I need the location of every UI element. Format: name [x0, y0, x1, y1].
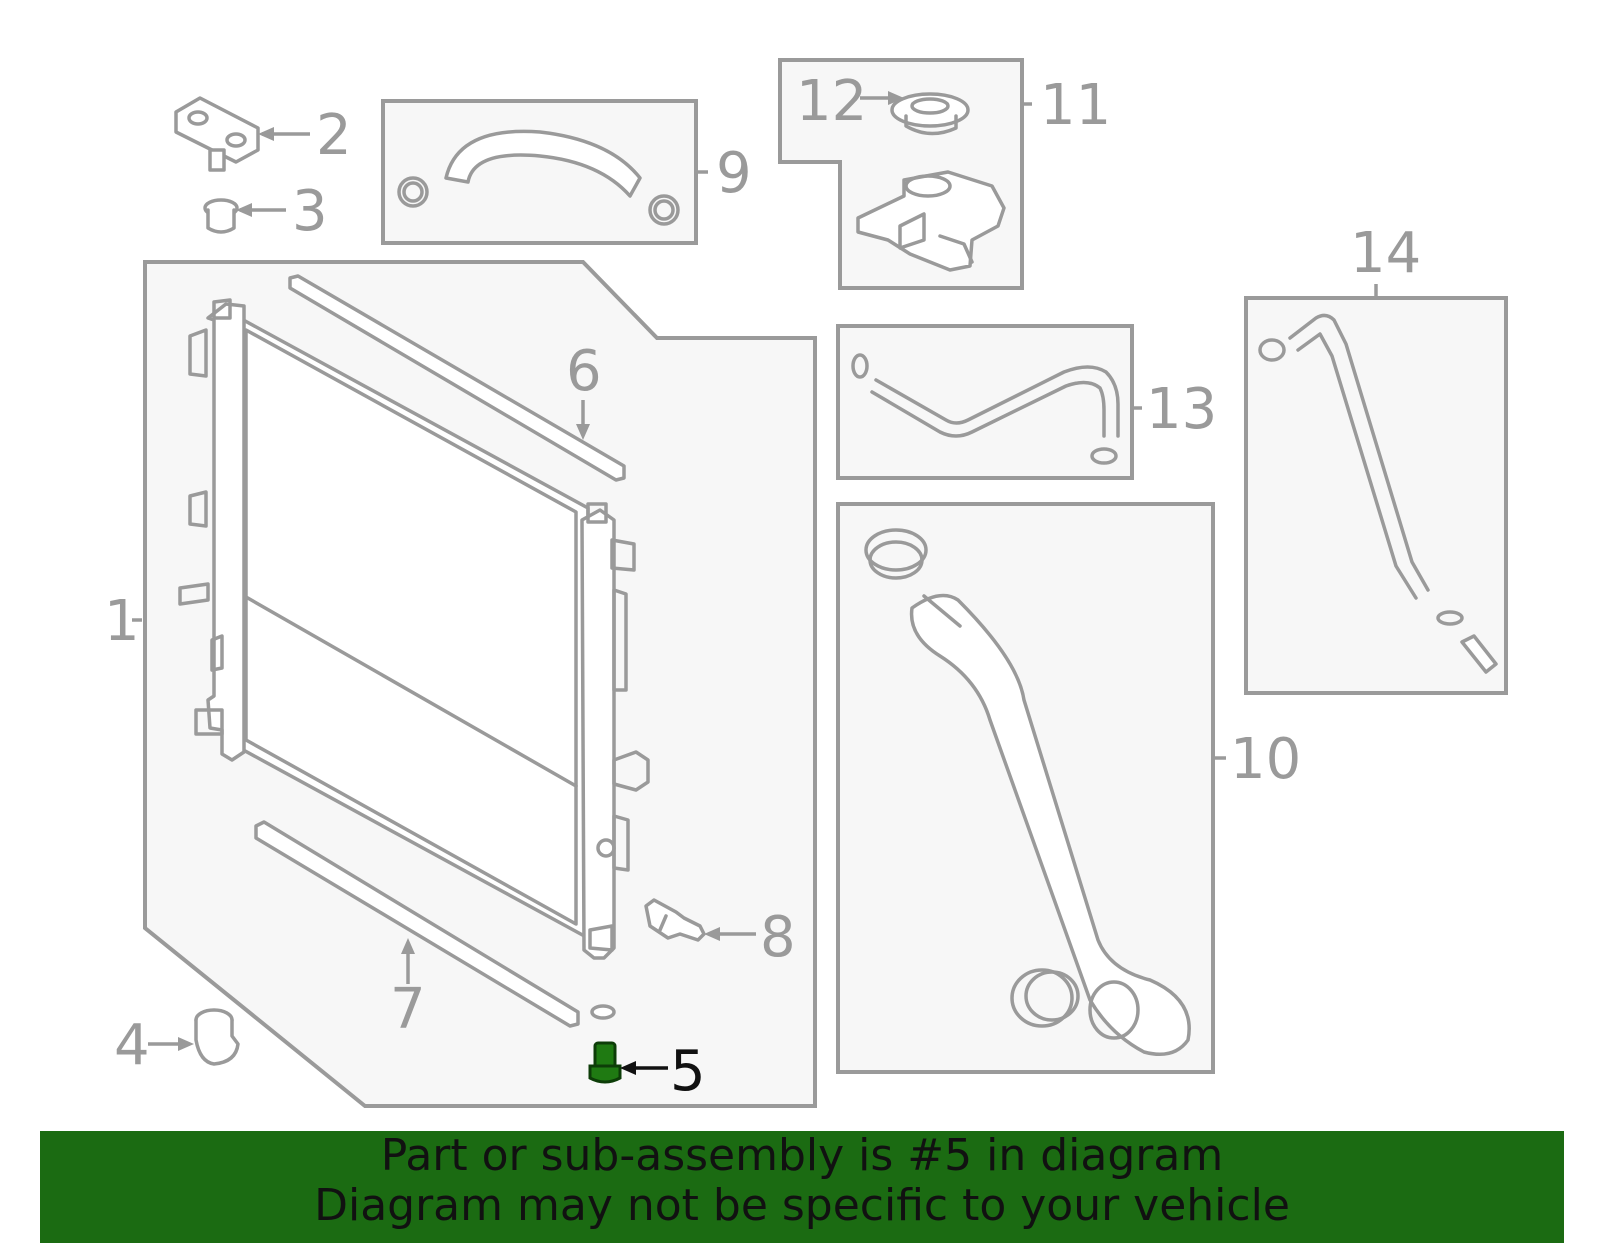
- callout-4: 4: [114, 1013, 150, 1078]
- part-2-bracket: [174, 96, 260, 172]
- info-banner: Part or sub-assembly is #5 in diagram Di…: [40, 1131, 1564, 1243]
- part-12-cap: [890, 92, 970, 136]
- part-14-hose: [1258, 313, 1498, 674]
- callout-8: 8: [760, 905, 796, 970]
- callout-13: 13: [1146, 377, 1217, 442]
- part-7-lower-seal: [254, 820, 580, 1028]
- part-3-grommet: [203, 198, 239, 234]
- drain-plug-o-ring: [590, 1004, 616, 1020]
- callout-7: 7: [390, 977, 426, 1042]
- group-outline-hose-13: [836, 324, 1134, 480]
- callout-6: 6: [566, 339, 602, 404]
- callout-11: 11: [1040, 73, 1111, 138]
- group-outline-hose-9: [381, 99, 698, 245]
- callout-14: 14: [1350, 221, 1421, 286]
- callout-10: 10: [1230, 727, 1301, 792]
- banner-line-1: Part or sub-assembly is #5 in diagram: [380, 1130, 1224, 1181]
- part-6-upper-seal: [288, 274, 626, 482]
- callout-5: 5: [670, 1039, 706, 1104]
- callout-12: 12: [796, 69, 867, 134]
- banner-line-2: Diagram may not be specific to your vehi…: [314, 1180, 1290, 1231]
- part-10-hose: [864, 528, 1191, 1056]
- callout-3: 3: [292, 179, 328, 244]
- part-5-drain-plug: [588, 1041, 622, 1084]
- callout-2: 2: [316, 103, 352, 168]
- part-1-radiator: [178, 298, 650, 960]
- part-11-reservoir: [856, 170, 1006, 272]
- leader-lines: [132, 91, 1378, 1075]
- part-13-hose: [851, 353, 1120, 465]
- callout-9: 9: [716, 141, 752, 206]
- part-4-cushion: [194, 1008, 240, 1066]
- part-9-hose: [397, 129, 680, 226]
- callout-1: 1: [104, 589, 140, 654]
